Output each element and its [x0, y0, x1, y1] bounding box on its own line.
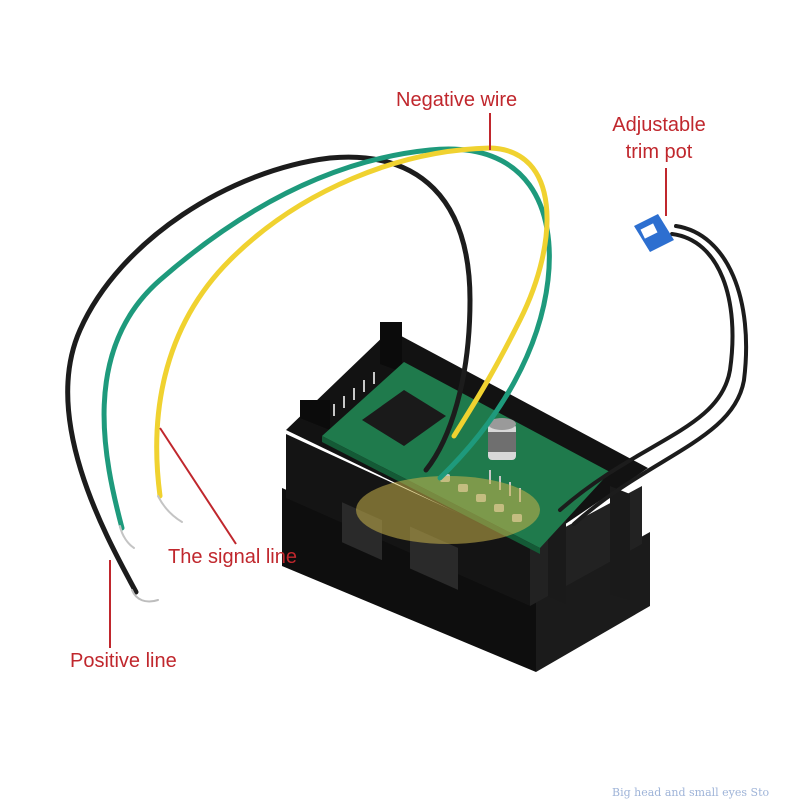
circuit-board	[322, 362, 610, 554]
signal-wire	[154, 145, 550, 499]
trimpot-lead-2	[572, 224, 749, 526]
green-wire	[101, 146, 552, 531]
trim-pot	[634, 214, 674, 252]
trim-pot-label: Adjustable trim pot	[612, 114, 706, 163]
ic-chip	[362, 390, 446, 446]
wire-bundle	[65, 145, 749, 603]
negative-wire-label: Negative wire	[396, 89, 518, 111]
watermark-text: Big head and small eyes Sto	[612, 786, 770, 799]
trimpot-lead-1	[558, 232, 735, 512]
leader-lines	[109, 113, 667, 648]
positive-wire	[65, 154, 473, 595]
leader-signal	[159, 427, 237, 545]
capacitor	[488, 418, 516, 460]
glue-blob	[356, 476, 540, 544]
positive-line-label: Positive line	[70, 650, 177, 672]
signal-line-label: The signal line	[168, 546, 297, 568]
